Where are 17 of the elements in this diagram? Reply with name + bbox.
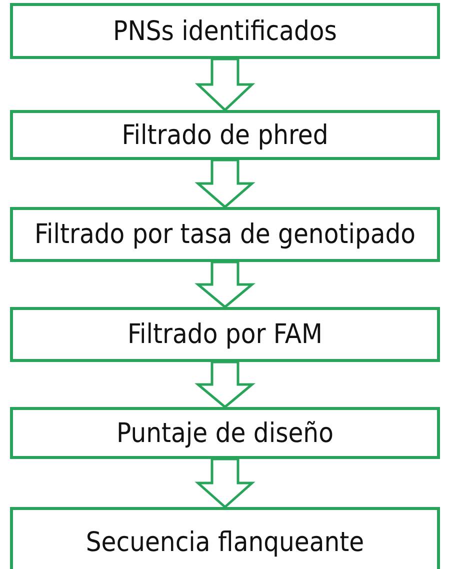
step-label: Filtrado por FAM [128,319,322,350]
step-label: Secuencia flanqueante [86,526,364,558]
process-box [10,407,440,459]
process-box [10,110,440,160]
step-label: PNSs identificados [113,16,337,46]
block-arrow [194,158,256,209]
process-box [10,307,440,362]
process-box [10,3,440,59]
block-arrow [194,360,256,409]
process-box [10,207,440,262]
block-arrow [194,260,256,309]
step-label: Filtrado de phred [122,120,328,150]
process-box [10,507,440,569]
block-arrow [194,58,256,112]
block-arrow [194,458,256,509]
step-label: Puntaje de diseño [116,418,334,448]
step-label: Filtrado por tasa de genotipado [34,219,416,250]
